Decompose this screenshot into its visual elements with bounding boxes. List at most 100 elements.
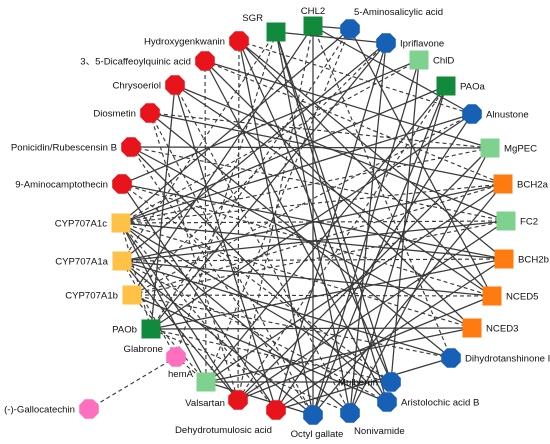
node-mulberrin[interactable] [381, 372, 401, 392]
node-aminosalicylic[interactable] [340, 19, 360, 39]
node-paob[interactable] [141, 319, 161, 339]
edge-valsartan-cyp1c [120, 222, 239, 401]
node-label-bch2a: BCH2a [517, 179, 549, 190]
node-aminocamptothecin[interactable] [112, 174, 132, 194]
edge-valsartan-cyp1a [121, 260, 239, 401]
node-nced3[interactable] [462, 318, 482, 338]
node-glabrone[interactable] [166, 347, 186, 367]
node-nced5[interactable] [482, 286, 502, 306]
node-label-aminosalicylic: 5-Aminosalicylic acid [354, 7, 443, 18]
edge-mulberrin-cyp1c [120, 222, 392, 383]
edge-diosmetin-bch2a [149, 112, 504, 185]
edge-ponicidin-nced3 [130, 146, 473, 329]
node-cyp1b[interactable] [122, 285, 142, 305]
node-label-gallocatechin: (-)-Gallocatechin [4, 404, 75, 415]
node-cyp1a[interactable] [112, 251, 132, 271]
edge-ponicidin-aristolochic [130, 146, 388, 403]
node-dihydrotanshinone[interactable] [441, 348, 461, 368]
node-label-bch2b: BCH2b [518, 254, 549, 265]
node-label-fc2: FC2 [520, 216, 538, 227]
node-dicaffeoylquinic[interactable] [195, 51, 215, 71]
node-label-mgpec: MgPEC [504, 143, 537, 154]
edge-paoa-octylgallate [312, 85, 447, 416]
edge-octylgallate-cyp1a [121, 260, 314, 416]
edge-fc2-valsartan [237, 220, 507, 401]
node-chrysoeriol[interactable] [165, 75, 185, 95]
node-ponicidin[interactable] [121, 137, 141, 157]
node-aristolochic[interactable] [377, 392, 397, 412]
edge-hydroxygenkwanin-alnustone [238, 40, 473, 115]
edge-dihydrotanshinone-dehydrotumulosic [275, 357, 452, 411]
node-valsartan[interactable] [228, 390, 248, 410]
node-diosmetin[interactable] [140, 103, 160, 123]
edge-ponicidin-fc2 [130, 146, 507, 222]
node-mgpec[interactable] [480, 138, 500, 158]
edge-paoa-cyp1c [120, 85, 447, 224]
node-label-hema: hemA [168, 369, 194, 380]
edge-nced3-paob [150, 327, 473, 330]
edge-hydroxygenkwanin-octylgallate [238, 40, 314, 416]
node-dehydrotumulosic[interactable] [266, 400, 286, 420]
edge-cyp1c-bch2b [120, 222, 505, 260]
node-label-mulberrin: Mulberrin [338, 378, 378, 389]
node-label-paoa: PAOa [460, 81, 486, 92]
edge-alnustone-cyp1b [131, 113, 473, 296]
node-cyp1c[interactable] [111, 213, 131, 233]
edge-hydroxygenkwanin-valsartan [237, 40, 240, 401]
edge-nced5-cyp1a [121, 260, 493, 297]
node-sgr[interactable] [266, 22, 286, 42]
node-label-hydroxygenkwanin: Hydroxygenkwanin [144, 36, 225, 47]
edge-paob-cyp1c [120, 222, 152, 330]
node-label-aristolochic: Aristolochic acid B [401, 397, 479, 408]
node-label-cyp1b: CYP707A1b [65, 290, 118, 301]
node-gallocatechin[interactable] [79, 399, 99, 419]
edge-sgr-cyp1a [121, 31, 277, 262]
edge-nonivamide-cyp1c [120, 222, 351, 414]
edge-glabrone-cyp1a [121, 260, 177, 358]
edge-chld-cyp1c [120, 59, 420, 224]
edge-ipriflavone-cyp1a [121, 42, 387, 262]
edge-ipriflavone-cyp1b [131, 42, 387, 296]
node-label-glabrone: Glabrone [124, 344, 163, 355]
edge-chl2-alnustone [312, 25, 473, 115]
node-label-nonivamide: Nonivamide [354, 426, 405, 437]
node-label-chrysoeriol: Chrysoeriol [112, 80, 161, 91]
node-fc2[interactable] [496, 211, 516, 231]
edge-hydroxygenkwanin-bch2b [238, 40, 505, 260]
edge-chld-octylgallate [312, 59, 420, 416]
node-label-valsartan: Valsartan [185, 398, 225, 409]
node-hydroxygenkwanin[interactable] [229, 31, 249, 51]
node-label-alnustone: Alnustone [486, 109, 529, 120]
edge-chl2-dihydrotanshinone [312, 25, 452, 359]
edge-paoa-hema [205, 85, 447, 383]
node-hema[interactable] [196, 372, 216, 392]
node-label-chld: ChlD [433, 55, 454, 66]
node-ipriflavone[interactable] [376, 33, 396, 53]
node-paoa[interactable] [436, 76, 456, 96]
node-octylgallate[interactable] [303, 405, 323, 425]
node-label-cyp1c: CYP707A1c [55, 218, 107, 229]
node-chld[interactable] [409, 50, 429, 70]
node-label-diosmetin: Diosmetin [93, 108, 136, 119]
edge-sgr-ipriflavone [275, 31, 387, 44]
edge-dihydrotanshinone-cyp1b [131, 294, 452, 359]
node-label-paob: PAOb [112, 324, 137, 335]
edge-dicaffeoylquinic-bch2a [204, 60, 504, 185]
edge-dihydrotanshinone-cyp1a [121, 260, 452, 359]
edge-sgr-glabrone [175, 31, 277, 358]
node-bch2a[interactable] [493, 174, 513, 194]
edge-chrysoeriol-fc2 [174, 84, 507, 222]
node-alnustone[interactable] [462, 104, 482, 124]
edge-alnustone-cyp1c [120, 113, 473, 224]
edge-bch2a-cyp1c [120, 183, 504, 224]
node-nonivamide[interactable] [340, 403, 360, 423]
node-bch2b[interactable] [494, 249, 514, 269]
node-label-octylgallate: Octyl gallate [291, 429, 344, 440]
edge-chl2-cyp1b [131, 25, 314, 296]
edge-hema-cyp1c [120, 222, 207, 383]
edge-sgr-nonivamide [275, 31, 351, 414]
edge-bch2a-octylgallate [312, 183, 504, 416]
edge-ipriflavone-dehydrotumulosic [275, 42, 387, 411]
node-chl2[interactable] [303, 16, 323, 36]
